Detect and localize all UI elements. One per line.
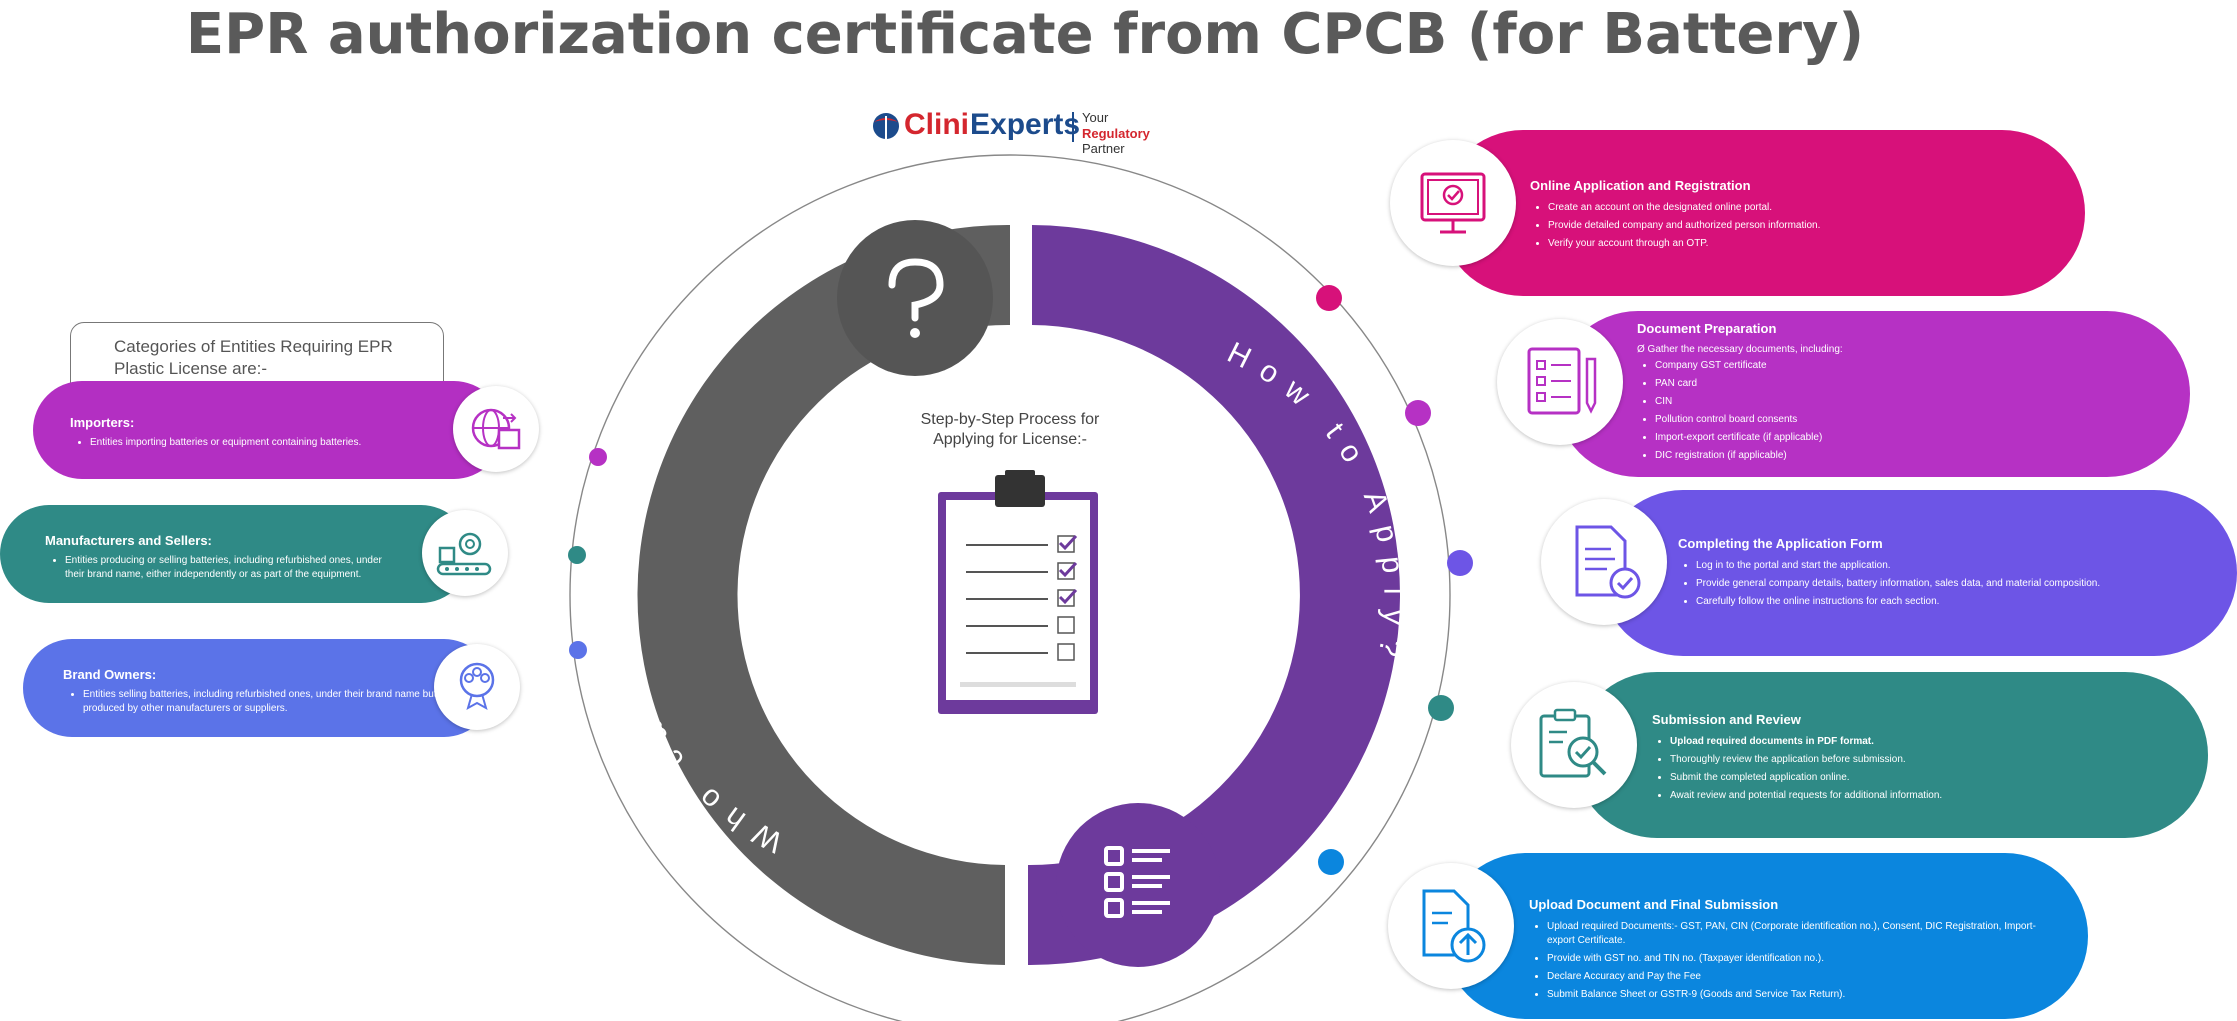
step-4-card: Submission and Review Upload required do… — [1574, 672, 2208, 838]
document-upload-icon — [1422, 889, 1486, 963]
step-bullet: Submit the completed application online. — [1670, 771, 2172, 785]
step-bullet: Provide with GST no. and TIN no. (Taxpay… — [1547, 952, 2059, 966]
category-bullet: Entities selling batteries, including re… — [83, 688, 443, 716]
brand-owners-icon-badge — [434, 644, 520, 730]
clipboard-illustration — [938, 470, 1098, 714]
step-bullet: DIC registration (if applicable) — [1655, 449, 2137, 463]
category-bullets: Entities selling batteries, including re… — [63, 688, 443, 716]
logo-tagline-line2: Regulatory Partner — [1082, 126, 1190, 156]
step-bullet: Company GST certificate — [1655, 359, 2137, 373]
gear-conveyor-icon — [436, 532, 492, 576]
users-badge-icon — [459, 662, 495, 711]
step-bullet: Log in to the portal and start the appli… — [1696, 559, 2198, 573]
step-bullets: Upload required documents in PDF format.… — [1652, 735, 2172, 803]
dot-brand-owners — [569, 641, 587, 659]
step-heading: Document Preparation — [1637, 321, 1777, 336]
step-5-icon-badge — [1388, 863, 1514, 989]
step-bullet: Declare Accuracy and Pay the Fee — [1547, 970, 2059, 984]
who-can-apply-arc — [637, 224, 1010, 966]
step-heading: Online Application and Registration — [1530, 178, 1751, 193]
category-bullets: Entities producing or selling batteries,… — [45, 554, 390, 582]
clipboard-search-icon — [1539, 708, 1607, 778]
step-bullets: Upload required Documents:- GST, PAN, CI… — [1529, 920, 2059, 1002]
category-bullets: Entities importing batteries or equipmen… — [70, 436, 430, 450]
step-bullet: Verify your account through an OTP. — [1548, 237, 2030, 251]
step-bullet: Await review and potential requests for … — [1670, 789, 2172, 803]
how-to-apply-arc — [1028, 225, 1401, 966]
step-bullets: Create an account on the designated onli… — [1530, 201, 2030, 251]
cliniexperts-logo: Clini Experts Your Regulatory Partner — [870, 106, 1190, 156]
step-bullets: Company GST certificate PAN card CIN Pol… — [1637, 359, 2137, 463]
dot-step-4 — [1428, 695, 1454, 721]
category-heading: Importers: — [70, 415, 135, 430]
step-heading: Submission and Review — [1652, 712, 1801, 727]
logo-brand-part1: Clini — [904, 108, 969, 141]
logo-tagline-highlight: Regulatory — [1082, 126, 1150, 141]
step-heading: Completing the Application Form — [1678, 536, 1883, 551]
step-bullet: PAN card — [1655, 377, 2137, 391]
categories-title: Categories of Entities Requiring EPR Pla… — [114, 337, 393, 378]
step-2-icon-badge — [1497, 319, 1623, 445]
dot-step-5 — [1318, 849, 1344, 875]
step-bullet: Thoroughly review the application before… — [1670, 753, 2172, 767]
importers-icon-badge — [453, 386, 539, 472]
step-3-card: Completing the Application Form Log in t… — [1600, 490, 2237, 656]
step-5-card: Upload Document and Final Submission Upl… — [1443, 853, 2088, 1019]
step-1-icon-badge — [1390, 140, 1516, 266]
category-brand-owners: Brand Owners: Entities selling batteries… — [23, 639, 493, 737]
step-heading: Upload Document and Final Submission — [1529, 897, 1779, 912]
globe-box-icon — [471, 408, 521, 450]
step-bullet: Upload required documents in PDF format. — [1670, 735, 2172, 749]
logo-tagline-rest: Partner — [1082, 141, 1125, 156]
logo-tagline-line1: Your — [1082, 110, 1109, 125]
dot-step-3 — [1447, 550, 1473, 576]
category-heading: Manufacturers and Sellers: — [45, 533, 212, 548]
question-mark-icon — [888, 258, 944, 338]
category-importers: Importers: Entities importing batteries … — [33, 381, 503, 479]
logo-separator — [1072, 112, 1074, 142]
step-4-icon-badge — [1511, 682, 1637, 808]
step-bullet: Upload required Documents:- GST, PAN, CI… — [1547, 920, 2059, 948]
caduceus-globe-icon — [873, 113, 899, 140]
category-bullet: Entities importing batteries or equipmen… — [90, 436, 430, 450]
step-bullet: Create an account on the designated onli… — [1548, 201, 2030, 215]
category-manufacturers: Manufacturers and Sellers: Entities prod… — [0, 505, 470, 603]
checklist-icon — [1104, 846, 1170, 918]
step-bullet: CIN — [1655, 395, 2137, 409]
step-bullet: Provide general company details, battery… — [1696, 577, 2198, 591]
step-bullet: Submit Balance Sheet or GSTR-9 (Goods an… — [1547, 988, 2059, 1002]
monitor-check-icon — [1420, 172, 1486, 234]
logo-brand-part2: Experts — [970, 108, 1081, 141]
outer-connector-circle — [569, 154, 1451, 1021]
question-badge — [837, 220, 993, 376]
step-3-icon-badge — [1541, 499, 1667, 625]
page-title: EPR authorization certificate from CPCB … — [185, 2, 1865, 67]
step-1-card: Online Application and Registration Crea… — [1440, 130, 2085, 296]
dot-importers — [589, 448, 607, 466]
dot-step-2 — [1405, 400, 1431, 426]
step-lead: Ø Gather the necessary documents, includ… — [1637, 344, 1843, 355]
step-2-card: Document Preparation Ø Gather the necess… — [1555, 311, 2190, 477]
dot-manufacturers — [568, 546, 586, 564]
step-bullet: Carefully follow the online instructions… — [1696, 595, 2198, 609]
checklist-pen-icon — [1527, 347, 1597, 415]
center-caption: Step-by-Step Process for Applying for Li… — [920, 411, 1100, 448]
step-bullets: Log in to the portal and start the appli… — [1678, 559, 2198, 609]
step-bullet: Import-export certificate (if applicable… — [1655, 431, 2137, 445]
manufacturers-icon-badge — [422, 510, 508, 596]
step-bullet: Provide detailed company and authorized … — [1548, 219, 2030, 233]
dot-step-1 — [1316, 285, 1342, 311]
document-check-icon — [1575, 525, 1641, 599]
step-bullet: Pollution control board consents — [1655, 413, 2137, 427]
category-bullet: Entities producing or selling batteries,… — [65, 554, 390, 582]
category-heading: Brand Owners: — [63, 667, 157, 682]
